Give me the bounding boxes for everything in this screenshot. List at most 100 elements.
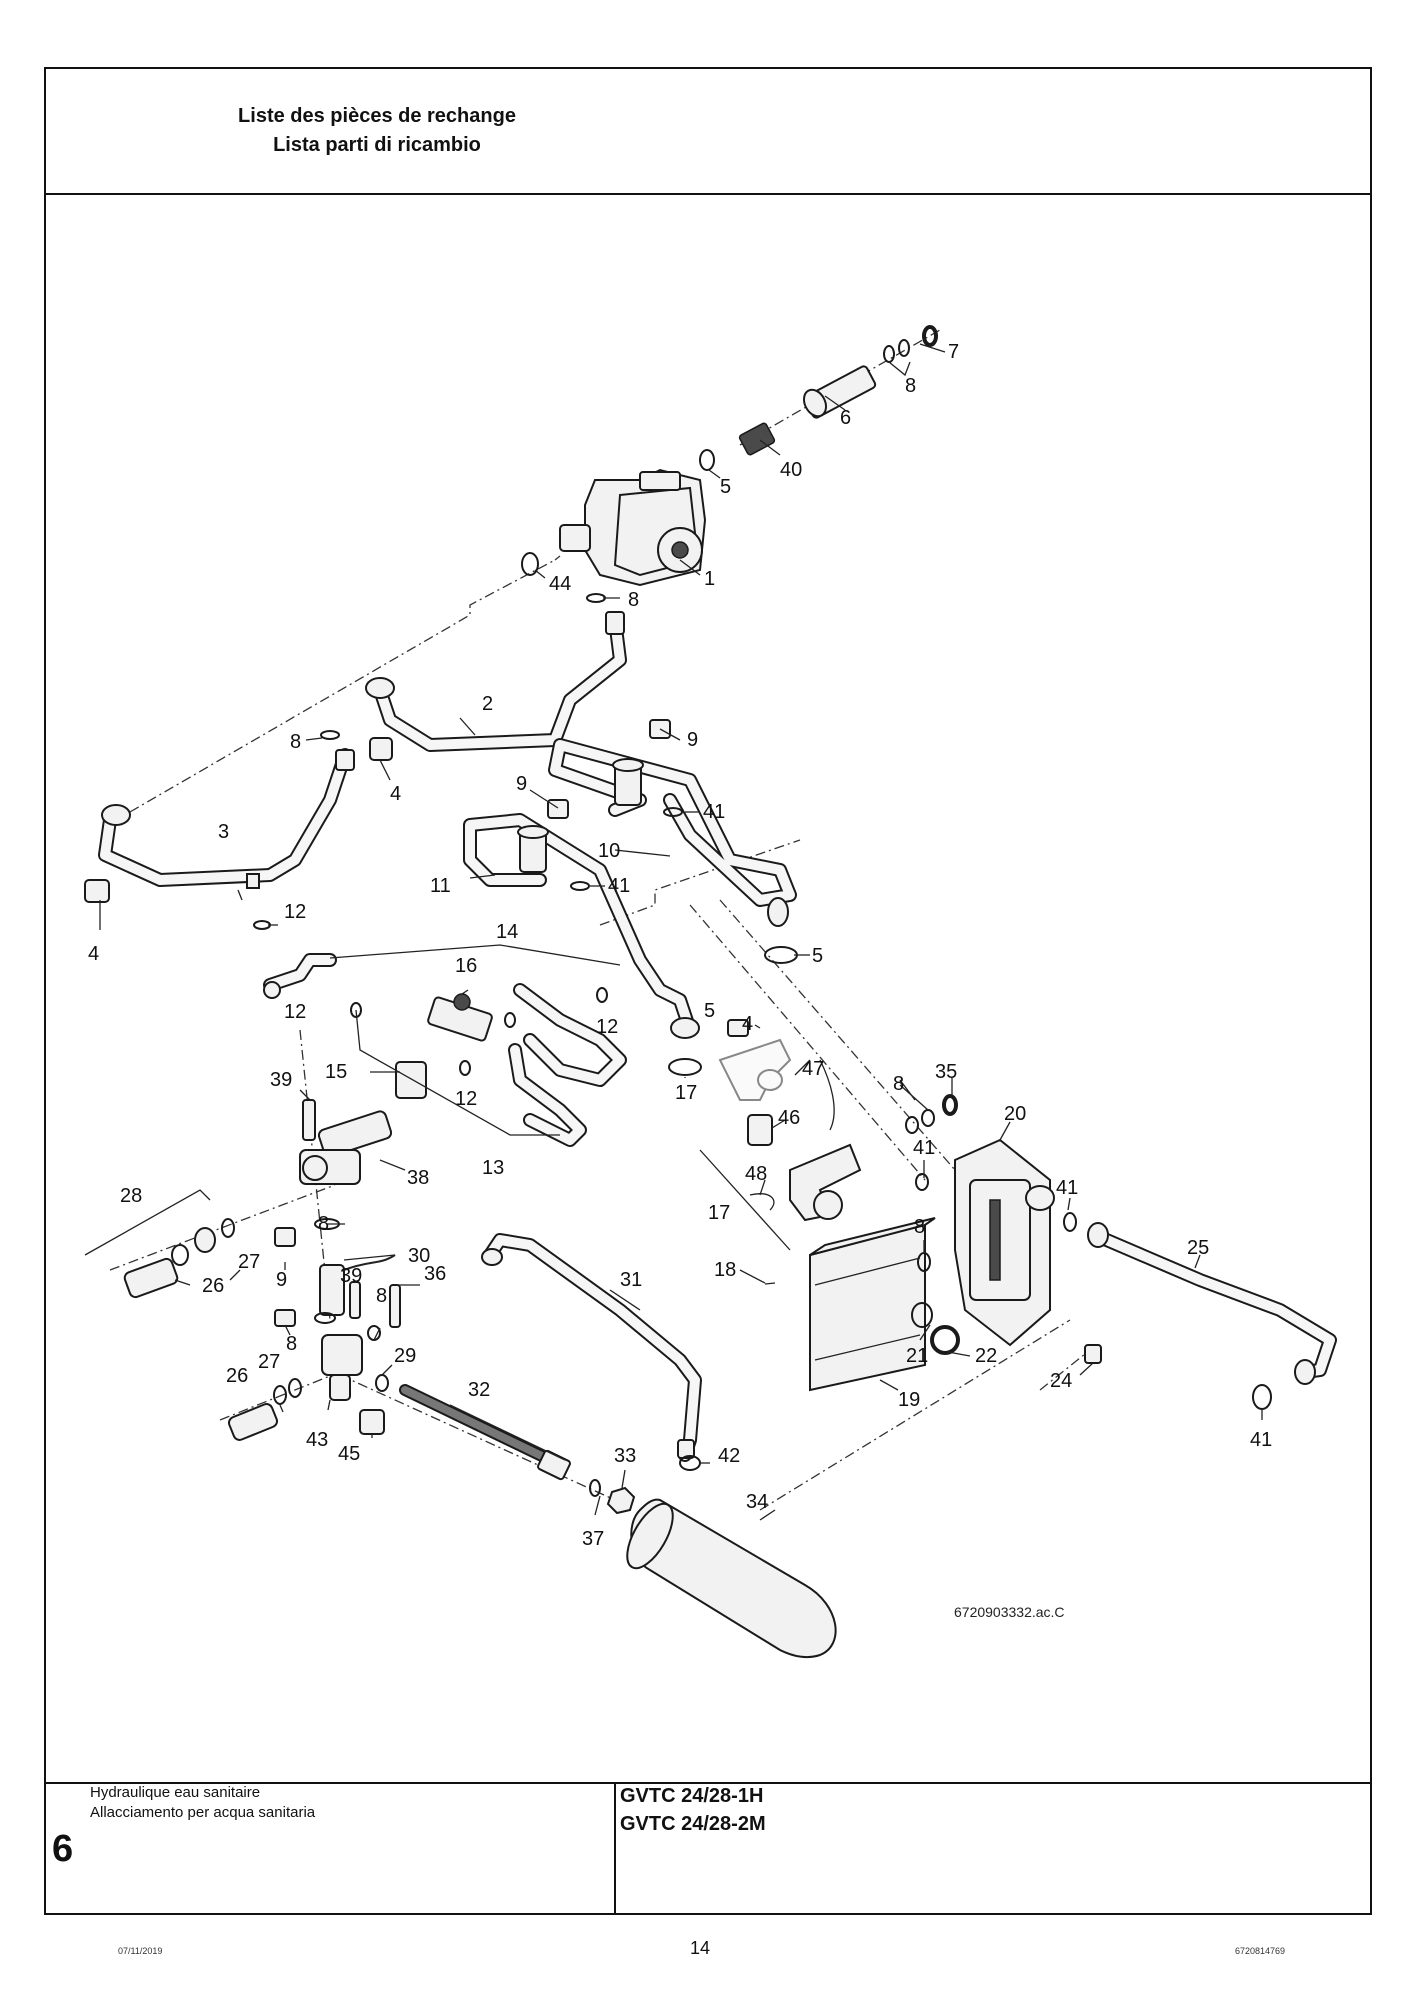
callout-24: 24 [1050,1370,1072,1392]
o-ring-27-upper [171,1244,189,1266]
callout-32: 32 [468,1379,490,1401]
bracket-17 [699,1149,791,1251]
gasket-22 [930,1325,960,1355]
o-ring-8-right-b [921,1109,935,1127]
inlet-fitting-17 [789,1143,862,1222]
pipe-14 [513,983,627,1087]
clip-24 [1084,1344,1102,1364]
callout-17-lower: 17 [708,1202,730,1224]
callout-8-pump: 8 [628,589,639,611]
callout-20: 20 [1004,1103,1026,1125]
callout-8-left: 8 [290,731,301,753]
model-1: GVTC 24/28-1H [620,1785,764,1807]
o-ring-12-c [504,1012,516,1028]
callout-18: 18 [714,1259,736,1281]
screw-18 [764,1282,776,1285]
clip-9-lower-b [274,1309,296,1327]
callout-15: 15 [325,1061,347,1083]
clip-9-lower-a [274,1227,296,1247]
callout-12-c: 12 [596,1016,618,1038]
callout-42: 42 [718,1445,740,1467]
gasket-5-right [764,946,798,964]
callout-47: 47 [802,1058,824,1080]
clip-39-lower [349,1281,361,1319]
o-ring-41-upper [663,807,683,817]
o-ring-41-right [915,1173,929,1191]
o-ring-12-d [459,1060,471,1076]
footer-description-italian: Allacciamento per acqua sanitaria [90,1804,316,1821]
callout-27-upper: 27 [238,1251,260,1273]
o-ring-7 [922,325,938,347]
callout-29: 29 [394,1345,416,1367]
o-ring-41-bottom-right [1252,1384,1272,1410]
callout-3: 3 [218,821,229,843]
valve-body-17 [718,1038,792,1101]
o-ring-29 [375,1374,389,1392]
valve-assembly-38 [299,1110,393,1185]
callout-5-mid: 5 [704,1000,715,1022]
callout-27-lower: 27 [258,1351,280,1373]
callout-41-right: 41 [913,1137,935,1159]
callout-41-mid: 41 [608,875,630,897]
gasket-5-mid [668,1058,702,1076]
callout-38: 38 [407,1167,429,1189]
callout-4-left: 4 [88,943,99,965]
clip-48 [749,1193,775,1211]
assembly-line-19 [759,1319,1071,1511]
page-frame [44,67,1372,1915]
callout-39-lower: 39 [340,1265,362,1287]
document-number: 6720814769 [1235,1946,1286,1956]
callout-9-upper: 9 [687,729,698,751]
footer-description-french: Hydraulique eau sanitaire [90,1784,261,1801]
nut-33 [606,1486,636,1515]
callout-17-upper: 17 [675,1082,697,1104]
pipe-3 [98,748,355,889]
drawing-reference: 6720903332.ac.C [954,1604,1065,1620]
pipe-10 [548,738,797,927]
callout-33: 33 [614,1445,636,1467]
manifold-20 [954,1138,1055,1347]
gasket-21 [911,1302,933,1328]
bracket-13 [355,1009,560,1136]
footer-column-divider [614,1782,616,1915]
drain-plug-45 [359,1409,385,1435]
callout-9-mid: 9 [516,773,527,795]
bracket-28 [84,1189,211,1256]
header-divider [44,193,1372,195]
hose-32 [399,1384,571,1481]
o-ring-41-mid [570,881,590,891]
o-ring-12-b [350,1002,362,1018]
expansion-vessel-34 [626,1498,837,1659]
clip-47 [819,1059,835,1131]
page-number: 14 [690,1938,711,1958]
fitting-6 [802,365,877,419]
callout-22: 22 [975,1345,997,1367]
pipe-12-upper [263,953,337,999]
o-ring-8-right-a [905,1116,919,1134]
footer-divider [44,1782,1372,1784]
o-ring-41-far [1063,1212,1077,1232]
fitting-26-lower [227,1403,279,1441]
clip-4-mid [727,1019,749,1037]
callout-26-upper: 26 [202,1275,224,1297]
callout-30: 30 [408,1245,430,1267]
callout-21: 21 [906,1345,928,1367]
callout-8-right-c: 8 [914,1216,925,1238]
callout-25: 25 [1187,1237,1209,1259]
callout-8-lower-a: 8 [318,1213,329,1235]
o-ring-27-lower [273,1385,287,1405]
pipe-31 [481,1233,702,1462]
tee-43 [321,1334,363,1401]
o-ring-8-top-b [898,339,910,357]
clip-36 [389,1284,401,1328]
callout-19: 19 [898,1389,920,1411]
callout-4-mid: 4 [742,1013,753,1035]
callout-41-bottom-right: 41 [1250,1429,1272,1451]
callout-6: 6 [840,407,851,429]
callout-48: 48 [745,1163,767,1185]
gasket-5-top [699,449,715,471]
callout-16: 16 [455,955,477,977]
assembly-line-diagonal-1 [689,904,926,1181]
o-ring-12-e [596,987,608,1003]
